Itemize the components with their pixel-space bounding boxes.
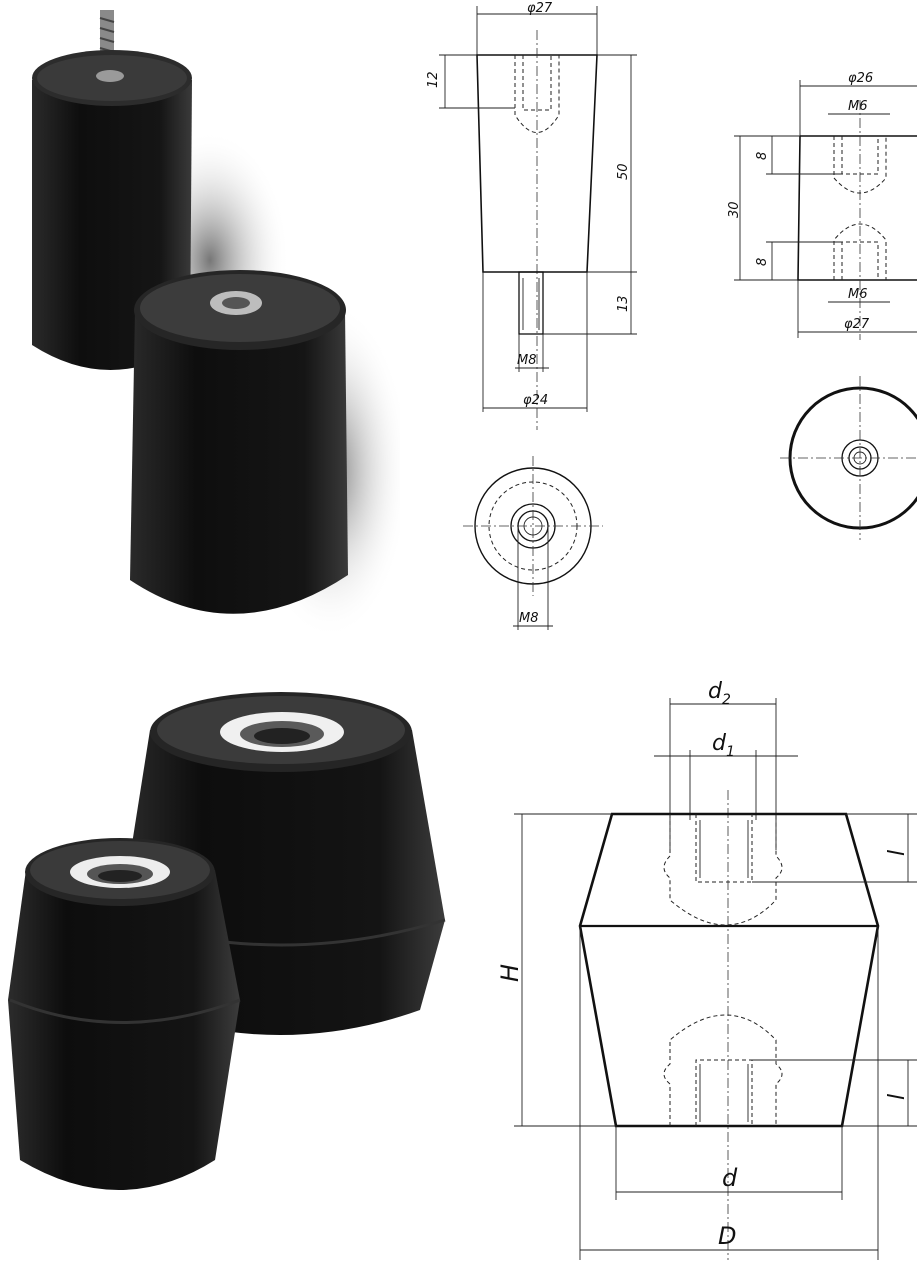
photo-top-left: [0, 0, 400, 640]
dim-D: D: [718, 1222, 736, 1250]
dim-d1: d1: [712, 731, 735, 760]
dim-d: d: [722, 1164, 738, 1192]
drawing-double-cone: d2 d1 l l H: [500, 660, 917, 1280]
dim-bottom-diameter-2: φ27: [844, 317, 870, 332]
drawing-female-mount: φ26 M6 8 30 8 M6 φ27: [720, 40, 917, 560]
end-view-stud-mount: M8: [463, 456, 603, 630]
dim-stud-thread: M8: [517, 353, 537, 368]
dim-end-view-thread: M8: [519, 611, 539, 626]
drawing-stud-mount: φ27 12 50 13 M8 φ24: [415, 0, 650, 640]
dim-bottom-diameter: φ24: [523, 393, 548, 408]
rubber-mount-female: [130, 270, 348, 614]
rubber-mount-small: [8, 838, 241, 1190]
dim-height-2: 30: [727, 201, 742, 218]
dim-thread-depth: 12: [426, 71, 441, 88]
dim-stud-length: 13: [616, 295, 631, 312]
dim-d2: d2: [708, 679, 731, 708]
end-view-female-mount: [780, 376, 917, 540]
photo-bottom-left: [0, 680, 460, 1280]
dim-top-diameter: φ27: [527, 1, 553, 16]
dim-top-thread-2: M6: [848, 99, 868, 114]
dim-top-diameter-2: φ26: [848, 71, 873, 86]
dim-bottom-thread-2: M6: [848, 287, 868, 302]
dim-body-height: 50: [616, 163, 631, 180]
dim-top-depth-2: 8: [755, 152, 770, 160]
dim-l-bottom: l: [885, 1094, 910, 1100]
dim-H: H: [500, 964, 524, 982]
dim-bottom-depth-2: 8: [755, 258, 770, 266]
dim-l-top: l: [885, 850, 910, 856]
